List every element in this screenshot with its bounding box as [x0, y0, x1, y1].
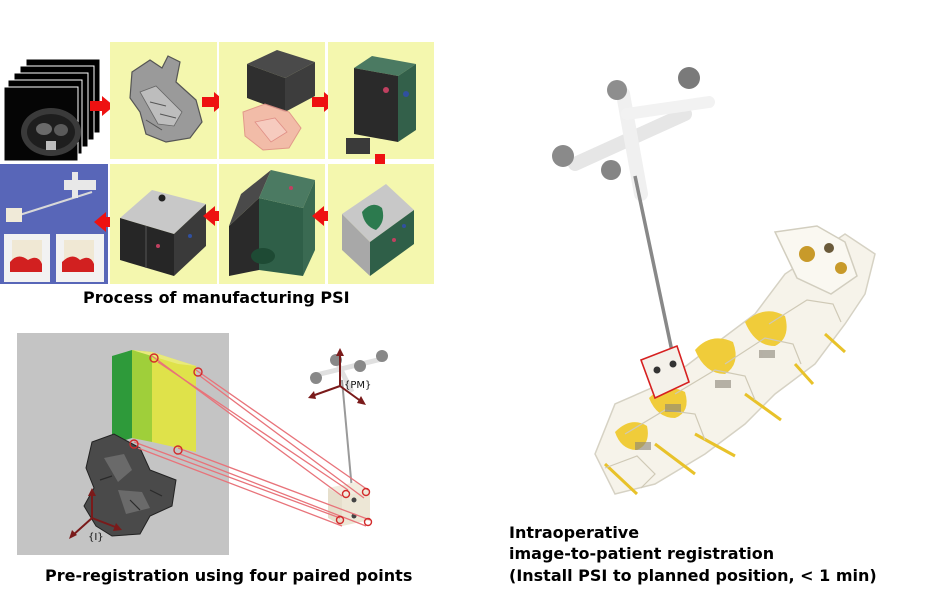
process-figure — [0, 40, 434, 285]
preregistration-figure: {I} {PM} — [0, 330, 440, 560]
step-block-with-bone — [219, 42, 325, 159]
caption-preregistration: Pre-registration using four paired point… — [45, 566, 413, 585]
frame-label-marker: {PM} — [344, 380, 372, 391]
step-split-halves — [219, 164, 325, 284]
step-assembled-guide — [110, 164, 217, 284]
intraop-photo — [545, 64, 935, 514]
frame-label-patient: {I} — [88, 532, 104, 543]
psi-photo-tile — [0, 164, 108, 284]
caption-intraop-line3: (Install PSI to planned position, < 1 mi… — [509, 566, 877, 585]
process-arrow-1 — [90, 96, 114, 116]
caption-intraop-line2: image-to-patient registration — [509, 544, 775, 563]
step-bone-model — [110, 42, 217, 159]
step-guide-block — [328, 42, 434, 159]
ct-image-stack — [3, 57, 104, 167]
tracking-marker-cross — [552, 67, 715, 201]
step-guide-imprint — [328, 164, 434, 284]
caption-intraop-line1: Intraoperative — [509, 523, 640, 542]
caption-process: Process of manufacturing PSI — [83, 288, 350, 307]
